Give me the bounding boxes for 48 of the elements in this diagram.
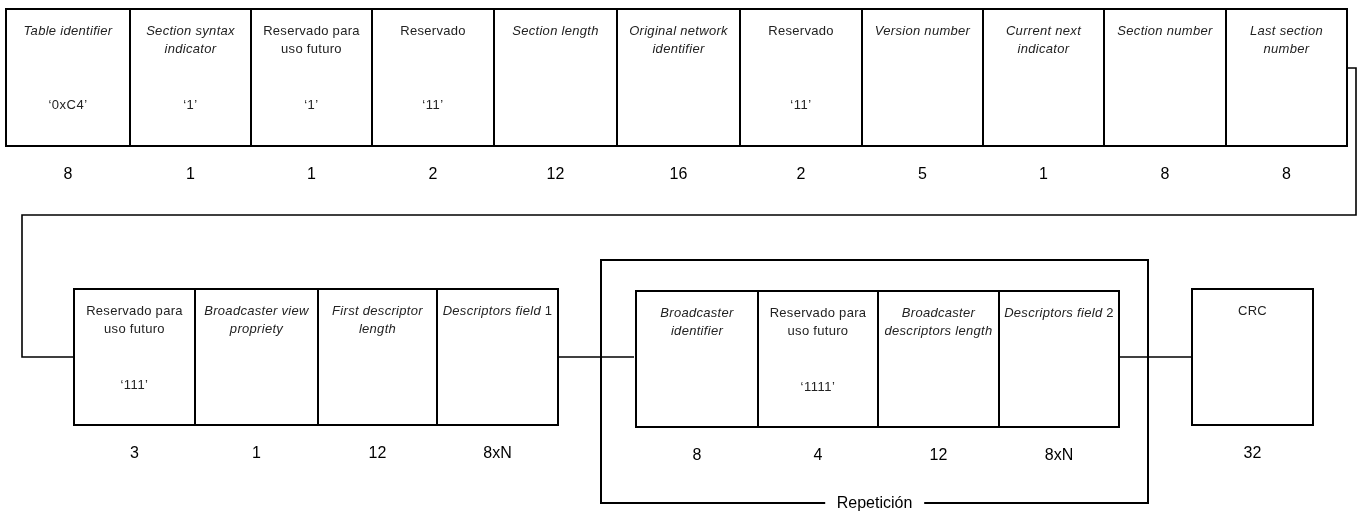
field-name: Descriptors field 1 (442, 302, 553, 320)
bit-count: 1 (1039, 164, 1048, 184)
field-name: Section length (511, 22, 600, 40)
field-name: Reservado para uso futuro (262, 22, 361, 58)
field-value: ‘1111’ (799, 378, 837, 396)
bit-count: 2 (796, 164, 806, 184)
bit-count: 8 (63, 164, 73, 184)
bit-count: 12 (368, 443, 387, 463)
field-name: Descriptors field 2 (1004, 304, 1114, 322)
field-name: Reservado (767, 22, 835, 40)
bit-count: 32 (1243, 443, 1262, 463)
bit-count: 8 (692, 445, 702, 465)
field-name: Original network identifier (628, 22, 729, 58)
field-name: Reservado para uso futuro (85, 302, 184, 338)
bit-count: 3 (130, 443, 139, 463)
field-value: ‘11’ (421, 96, 445, 114)
bit-count: 12 (929, 445, 948, 465)
bit-count: 5 (918, 164, 927, 184)
field-name: Broadcaster view propriety (203, 302, 310, 338)
field-name: First descriptor length (331, 302, 424, 338)
field-value: ‘0xC4’ (47, 96, 89, 114)
field-value: ‘1’ (303, 96, 320, 114)
bit-count: 4 (813, 445, 823, 465)
bit-count: 1 (252, 443, 261, 463)
bit-count: 1 (186, 164, 195, 184)
bit-count: 1 (307, 164, 316, 184)
bit-count: 8xN (483, 443, 512, 463)
field-name: Broadcaster identifier (659, 304, 735, 340)
bit-count: 2 (428, 164, 438, 184)
field-name: Reservado para uso futuro (768, 304, 868, 340)
field-name: Last section number (1249, 22, 1324, 58)
field-name: Section number (1116, 22, 1214, 40)
field-value: ‘1’ (182, 96, 199, 114)
field-name: Section syntax indicator (145, 22, 236, 58)
field-name: Current next indicator (1004, 22, 1083, 58)
connector-line (21, 67, 1357, 358)
bit-count: 16 (669, 164, 688, 184)
field-value: ‘111’ (119, 376, 150, 394)
field-name: Version number (873, 22, 972, 40)
field-value: ‘11’ (789, 96, 813, 114)
bit-count: 12 (546, 164, 565, 184)
field-name: Broadcaster descriptors length (883, 304, 994, 340)
field-name: Reservado (399, 22, 467, 40)
bit-count: 8xN (1044, 445, 1074, 465)
bit-count: 8 (1160, 164, 1170, 184)
field-name: Table identifier (22, 22, 114, 40)
field-name: CRC (1236, 302, 1269, 320)
bit-count: 8 (1282, 164, 1291, 184)
